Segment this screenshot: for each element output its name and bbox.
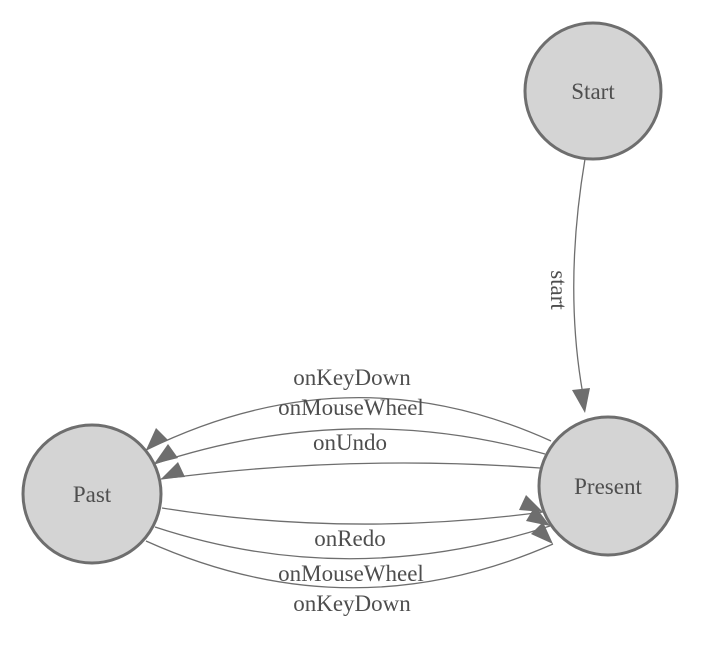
arrowhead-icon-onundo-to-past (161, 462, 185, 479)
state-node-past (21, 423, 163, 565)
edge-label-onundo: onUndo (313, 430, 387, 455)
arrowhead-icon-onkeydown-to-present (531, 522, 553, 544)
edge-present-to-past-onkeydown (145, 396, 552, 451)
edge-present-to-past-onmousewheel (153, 428, 546, 465)
edge-present-to-past-onundo (160, 462, 541, 480)
state-node-present (537, 415, 679, 557)
edges-group (145, 158, 586, 589)
edge-label-onmousewheel-upper: onMouseWheel (278, 395, 424, 420)
node-label-start: Start (571, 79, 615, 104)
arrowhead-icon-start-edge (572, 388, 590, 413)
node-label-past: Past (73, 482, 112, 507)
edge-label-start: start (546, 270, 571, 310)
edge-past-to-present-onredo (161, 507, 544, 525)
labels-group: Start Present Past start onKeyDown onMou… (73, 79, 643, 616)
state-node-start (523, 21, 663, 161)
edge-label-onkeydown-lower: onKeyDown (293, 591, 411, 616)
arrowhead-icon-onredo-to-present (519, 495, 543, 512)
edge-label-onmousewheel-lower: onMouseWheel (278, 561, 424, 586)
arrowheads-group (146, 388, 590, 544)
arrowhead-icon-onmousewheel-to-present (526, 506, 550, 526)
arrowhead-icon-onmousewheel-to-past (154, 444, 178, 464)
nodes-group (21, 21, 679, 565)
arrowhead-icon-onkeydown-to-past (146, 428, 168, 450)
edge-start-to-present (573, 158, 586, 401)
edge-label-onredo: onRedo (314, 526, 386, 551)
node-label-present: Present (574, 474, 642, 499)
edge-past-to-present-onkeydown (145, 540, 554, 589)
edge-label-onkeydown-upper: onKeyDown (293, 365, 411, 390)
edge-past-to-present-onmousewheel (154, 525, 551, 560)
